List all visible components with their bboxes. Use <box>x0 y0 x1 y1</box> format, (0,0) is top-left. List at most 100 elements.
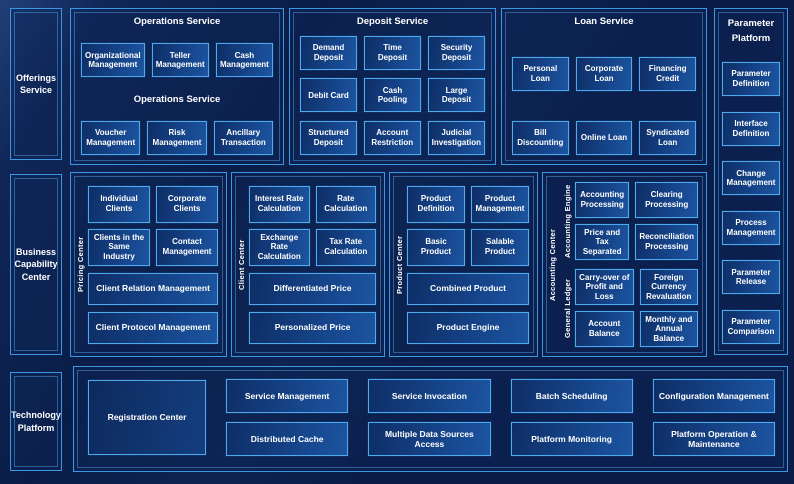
box-risk-management: Risk Management <box>147 120 207 155</box>
box-service-management: Service Management <box>226 379 349 413</box>
box-debit-card: Debit Card <box>300 78 357 113</box>
box-judicial-investigation: Judicial Investigation <box>427 120 485 155</box>
box-reconciliation-processing: Reconciliation Processing <box>635 224 698 260</box>
operations-service-title: Operations Service <box>133 16 221 27</box>
box-differentiated-price: Differentiated Price <box>249 272 376 305</box>
box-salable-product: Salable Product <box>471 228 529 266</box>
loan-row-1: Personal Loan Corporate Loan Financing C… <box>512 57 697 91</box>
accounting-groups: Accounting Engine Accounting Processing … <box>560 182 698 347</box>
technology-platform-panel: Registration Center Service Management D… <box>73 366 788 472</box>
accounting-center-label: Accounting Center <box>548 228 557 301</box>
box-parameter-comparison: Parameter Comparison <box>722 310 780 344</box>
operations-service-panel: Operations Service Organizational Manage… <box>70 8 284 165</box>
product-center-panel: Product Center Product Definition Produc… <box>389 172 538 357</box>
box-time-deposit: Time Deposit <box>364 35 421 70</box>
deposit-row-2: Debit Card Cash Pooling Large Deposit <box>300 78 485 113</box>
parameter-platform-panel: Parameter Platform Parameter Definition … <box>714 8 788 355</box>
operations-row-1: Organizational Management Teller Managem… <box>81 43 273 78</box>
box-multiple-data-sources-access: Multiple Data Sources Access <box>368 422 491 456</box>
box-individual-clients: Individual Clients <box>88 185 150 223</box>
box-clients-in-the-same-industry: Clients in the Same Industry <box>88 228 150 266</box>
general-ledger-label: General Ledger <box>563 278 572 338</box>
box-parameter-definition: Parameter Definition <box>722 62 780 97</box>
accounting-engine-label: Accounting Engine <box>563 184 572 258</box>
box-exchange-rate-calculation: Exchange Rate Calculation <box>249 228 310 266</box>
box-interface-definition: Interface Definition <box>722 111 780 146</box>
accounting-center-panel: Accounting Center Accounting Engine Acco… <box>542 172 707 357</box>
pricing-center-label: Pricing Center <box>76 236 85 293</box>
product-center-content: Product Definition Product Management Ba… <box>407 183 529 346</box>
technology-column-3: Batch Scheduling Platform Monitoring <box>510 379 633 456</box>
box-contact-management: Contact Management <box>156 228 218 266</box>
box-change-management: Change Management <box>722 161 780 196</box>
pricing-center-content: Individual Clients Corporate Clients Cli… <box>88 183 218 346</box>
operations-row-2: Voucher Management Risk Management Ancil… <box>81 120 273 155</box>
box-clearing-processing: Clearing Processing <box>635 182 698 218</box>
general-ledger-grid: Carry-over of Profit and Loss Foreign Cu… <box>575 269 698 347</box>
pricing-small-grid: Individual Clients Corporate Clients Cli… <box>88 185 218 266</box>
box-large-deposit: Large Deposit <box>428 78 485 113</box>
box-online-loan: Online Loan <box>575 121 633 155</box>
box-registration-center: Registration Center <box>88 380 206 455</box>
parameter-platform-title: Parameter Platform <box>727 18 775 44</box>
box-security-deposit: Security Deposit <box>428 35 485 70</box>
accounting-engine-grid: Accounting Processing Clearing Processin… <box>575 182 698 260</box>
box-demand-deposit: Demand Deposit <box>300 35 357 70</box>
box-account-balance: Account Balance <box>575 311 634 347</box>
business-capability-center-sidebar: Business Capability Center <box>10 174 62 355</box>
box-syndicated-loan: Syndicated Loan <box>639 121 697 155</box>
offerings-service-label: Offerings Service <box>15 72 56 95</box>
box-personal-loan: Personal Loan <box>512 57 569 91</box>
box-parameter-release: Parameter Release <box>722 260 780 295</box>
box-organizational-management: Organizational Management <box>81 43 145 78</box>
box-distributed-cache: Distributed Cache <box>226 422 349 456</box>
box-combined-product: Combined Product <box>407 272 529 305</box>
box-rate-calculation: Rate Calculation <box>315 185 376 223</box>
box-interest-rate-calculation: Interest Rate Calculation <box>249 185 310 223</box>
box-ancillary-transaction: Ancillary Transaction <box>213 120 273 155</box>
loan-service-title: Loan Service <box>574 16 634 27</box>
client-center-label: Client Center <box>237 239 246 290</box>
technology-platform-label: Technology Platform <box>11 410 61 433</box>
box-price-and-tax-separated: Price and Tax Separated <box>575 224 630 260</box>
offerings-service-sidebar: Offerings Service <box>10 8 62 160</box>
technology-platform-content: Registration Center Service Management D… <box>74 367 787 471</box>
box-client-relation-management: Client Relation Management <box>88 272 218 305</box>
box-client-protocol-management: Client Protocol Management <box>88 311 218 344</box>
box-foreign-currency-revaluation: Foreign Currency Revaluation <box>639 269 698 305</box>
technology-column-4: Configuration Management Platform Operat… <box>652 379 775 456</box>
box-corporate-clients: Corporate Clients <box>156 185 218 223</box>
box-tax-rate-calculation: Tax Rate Calculation <box>315 228 376 266</box>
box-batch-scheduling: Batch Scheduling <box>510 379 633 413</box>
operations-service-subtitle: Operations Service <box>133 93 221 105</box>
box-voucher-management: Voucher Management <box>81 120 141 155</box>
box-teller-management: Teller Management <box>151 43 209 78</box>
technology-platform-sidebar: Technology Platform <box>10 372 62 471</box>
box-account-restriction: Account Restriction <box>363 120 421 155</box>
box-cash-management: Cash Management <box>215 43 273 78</box>
client-center-panel: Client Center Interest Rate Calculation … <box>231 172 385 357</box>
box-process-management: Process Management <box>722 210 780 245</box>
box-product-management: Product Management <box>471 185 529 223</box>
box-platform-monitoring: Platform Monitoring <box>510 422 633 456</box>
box-corporate-loan: Corporate Loan <box>575 57 633 91</box>
box-cash-pooling: Cash Pooling <box>364 78 421 113</box>
loan-service-panel: Loan Service Personal Loan Corporate Loa… <box>501 8 707 165</box>
product-small-grid: Product Definition Product Management Ba… <box>407 185 529 266</box>
business-capability-center-label: Business Capability Center <box>14 247 58 282</box>
box-carry-over-of-profit-and-loss: Carry-over of Profit and Loss <box>575 269 634 305</box>
box-product-engine: Product Engine <box>407 311 529 344</box>
box-configuration-management: Configuration Management <box>652 379 775 413</box>
box-structured-deposit: Structured Deposit <box>300 120 357 155</box>
technology-column-1: Service Management Distributed Cache <box>226 379 349 456</box>
technology-column-2: Service Invocation Multiple Data Sources… <box>368 379 491 456</box>
box-service-invocation: Service Invocation <box>368 379 491 413</box>
deposit-service-panel: Deposit Service Demand Deposit Time Depo… <box>289 8 496 165</box>
box-product-definition: Product Definition <box>407 185 465 223</box>
box-platform-operation-maintenance: Platform Operation & Maintenance <box>652 422 775 456</box>
product-center-label: Product Center <box>395 235 404 294</box>
box-basic-product: Basic Product <box>407 228 465 266</box>
box-bill-discounting: Bill Discounting <box>512 121 569 155</box>
box-financing-credit: Financing Credit <box>639 57 697 91</box>
